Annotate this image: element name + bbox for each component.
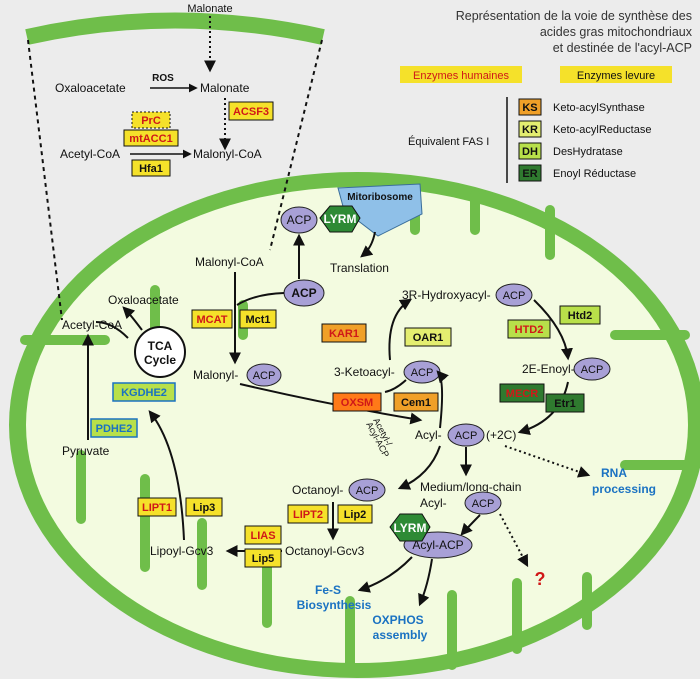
fas-cycle: 3R-Hydroxyacyl- ACP Htd2 HTD2 2E-Enoyl- … [321, 283, 656, 496]
matrix-space [26, 187, 688, 663]
lipt1-label: LIPT1 [142, 502, 172, 514]
legend-human: Enzymes humaines [413, 70, 509, 82]
svg-text:ACP: ACP [472, 498, 495, 510]
cycle-label: Cycle [144, 353, 176, 367]
pdhe2-label: PDHE2 [96, 423, 133, 435]
svg-text:KR: KR [522, 124, 538, 136]
oxphos-label-1: OXPHOS [372, 613, 423, 627]
oxphos-label-2: assembly [373, 628, 428, 642]
lyrm-top-shape [319, 205, 361, 233]
kar1-label: KAR1 [329, 328, 359, 340]
lip3-label: Lip3 [193, 502, 216, 514]
svg-text:ACP: ACP [503, 290, 526, 302]
legend-yeast: Enzymes levure [577, 70, 655, 82]
lip5-label: Lip5 [252, 553, 275, 565]
svg-text:ACP: ACP [581, 364, 604, 376]
ros-label: ROS [152, 73, 174, 84]
rna-label-1: RNA [601, 466, 627, 480]
lyrm-bottom-label: LYRM [394, 521, 427, 535]
legend-item-ks: KS Keto-acylSynthase [518, 98, 645, 116]
svg-text:ACP: ACP [411, 367, 434, 379]
malonate-top-label: Malonate [187, 3, 232, 15]
prc-label: PrC [141, 115, 161, 127]
downstream-pathways: Octanoyl- ACP Medium/long-chain Acyl- AC… [137, 410, 546, 642]
question-mark: ? [535, 569, 546, 589]
htd2y-label: Htd2 [568, 310, 592, 322]
svg-text:ACP: ACP [455, 430, 478, 442]
lyrm-top-label: LYRM [324, 212, 357, 226]
acsf3-label: ACSF3 [233, 106, 269, 118]
mcat-label: MCAT [197, 314, 228, 326]
acyl-label: Acyl- [415, 428, 442, 442]
mitoribosome-complex: Mitoribosome ACP LYRM Translation [280, 183, 423, 275]
oxaloacetate-label: Oxaloacetate [55, 81, 126, 95]
ketoacyl-label: 3-Ketoacyl- [334, 365, 395, 379]
malonyl-label: Malonyl- [193, 368, 238, 382]
svg-text:ER: ER [522, 168, 537, 180]
acetylcoa-cyto-label: Acetyl-CoA [60, 147, 120, 161]
htd2-label: HTD2 [515, 324, 544, 336]
medium-label-2: Acyl- [420, 496, 447, 510]
acp-mid-label: ACP [291, 286, 316, 300]
tca-cycle-circle [134, 326, 186, 378]
mtacc1-label: mtACC1 [129, 133, 172, 145]
cem1-label: Cem1 [401, 397, 431, 409]
svg-text:ACP: ACP [356, 485, 379, 497]
etr1-label: Etr1 [554, 398, 575, 410]
oxsm-label: OXSM [341, 397, 373, 409]
lyrm-bottom-shape [389, 513, 431, 542]
lipoylgcv3-label: Lipoyl-Gcv3 [150, 544, 214, 558]
octanoyl-label: Octanoyl- [292, 483, 343, 497]
enoyl-label: 2E-Enoyl- [522, 362, 575, 376]
acp-top-label: ACP [287, 213, 312, 227]
oxaloacetate-matrix-label: Oxaloacetate [108, 293, 179, 307]
membrane-inset [25, 12, 325, 321]
legend-item-kr: KR Keto-acylReductase [518, 120, 651, 138]
fes-label-2: Biosynthesis [297, 598, 372, 612]
acyl-acp-label: Acyl-ACP [412, 538, 463, 552]
fes-label-1: Fe-S [315, 583, 341, 597]
title-line-2: acides gras mitochondriaux [540, 25, 693, 39]
octanoylgcv3-label: Octanoyl-Gcv3 [285, 544, 365, 558]
svg-text:KS: KS [522, 102, 537, 114]
kgdhe2-label: KGDHE2 [121, 387, 167, 399]
plus2c-label: (+2C) [486, 428, 516, 442]
hfa1-label: Hfa1 [139, 163, 163, 175]
legend-fas-label: Équivalent FAS I [408, 135, 489, 148]
lip2-label: Lip2 [344, 509, 367, 521]
svg-text:ACP: ACP [253, 370, 276, 382]
svg-text:DH: DH [522, 146, 538, 158]
svg-text:Enoyl Réductase: Enoyl Réductase [553, 168, 636, 180]
hydroxyacyl-label: 3R-Hydroxyacyl- [402, 288, 491, 302]
svg-text:Keto-acylSynthase: Keto-acylSynthase [553, 102, 645, 114]
malonylcoa-cyto-label: Malonyl-CoA [193, 147, 262, 161]
svg-text:Keto-acylReductase: Keto-acylReductase [553, 124, 651, 136]
title-line-1: Représentation de la voie de synthèse de… [456, 9, 692, 23]
malonate-label: Malonate [200, 81, 250, 95]
cytosol-pathway: Malonate Oxaloacetate ROS Malonate ACSF3… [55, 3, 274, 177]
title: Représentation de la voie de synthèse de… [456, 9, 693, 55]
acetylcoa-matrix-label: Acetyl-CoA [62, 318, 122, 332]
svg-text:DesHydratase: DesHydratase [553, 146, 623, 158]
medium-label-1: Medium/long-chain [420, 480, 521, 494]
title-line-3: et destinée de l'acyl-ACP [553, 41, 692, 55]
mct1-label: Mct1 [245, 314, 270, 326]
rna-label-2: processing [592, 482, 656, 496]
mecr-label: MECR [506, 388, 538, 400]
legend-item-dh: DH DesHydratase [518, 142, 623, 160]
tca-label: TCA [148, 339, 173, 353]
legend-item-er: ER Enoyl Réductase [518, 164, 636, 182]
mitoribosome-label: Mitoribosome [347, 192, 413, 203]
acp-top-ellipse [280, 206, 318, 234]
lipt2-label: LIPT2 [293, 509, 323, 521]
malonylcoa-matrix-label: Malonyl-CoA [195, 255, 264, 269]
legend: Enzymes humaines Enzymes levure Équivale… [400, 66, 672, 183]
translation-label: Translation [330, 261, 389, 275]
pyruvate-label: Pyruvate [62, 444, 110, 458]
oar1-label: OAR1 [413, 332, 444, 344]
lias-label: LIAS [250, 530, 275, 542]
tca-region: Malonyl-CoA ACP MCAT Mct1 Malonyl- ACP O… [62, 233, 423, 458]
